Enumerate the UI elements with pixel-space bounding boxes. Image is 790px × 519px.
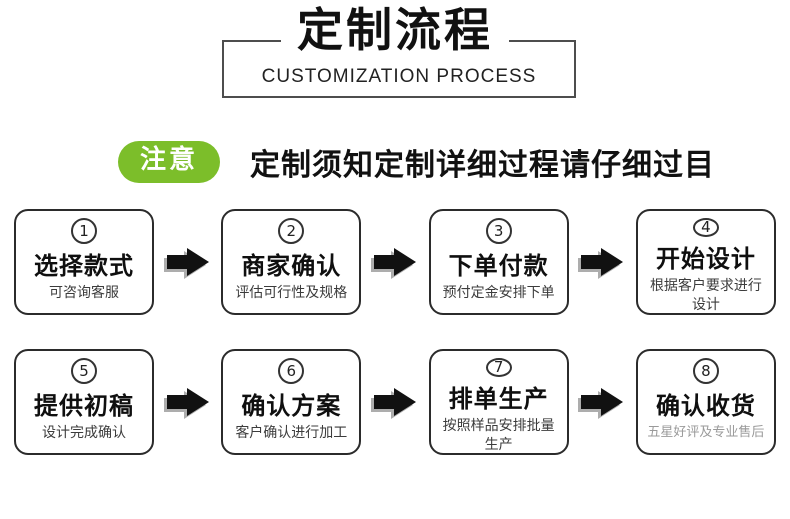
step-card-2: 2 商家确认 评估可行性及规格 [221,209,362,315]
arrow-tail [373,255,394,269]
arrow-right-icon [373,248,416,276]
step-number-badge: 1 [71,218,97,244]
arrow-tail [166,395,187,409]
english-subtitle: CUSTOMIZATION PROCESS [261,66,537,87]
step-card-3: 3 下单付款 预付定金安排下单 [428,209,569,315]
step-card-4: 4 开始设计 根据客户要求进行设计 [635,209,776,315]
arrow-right-icon [166,388,209,416]
step-number-badge: 3 [485,218,512,244]
arrow-tail [581,395,602,409]
step-title: 下单付款 [448,252,549,280]
step-title: 提供初稿 [34,392,134,420]
arrow-right-icon [581,248,624,276]
step-card-5: 5 提供初稿 设计完成确认 [14,349,154,455]
step-number-badge: 4 [692,218,719,237]
steps-row-1: 1 选择款式 可咨询客服 2 商家确认 评估可行性及规格 3 下单付款 预付定金… [0,209,790,315]
step-subtitle: 评估可行性及规格 [235,285,348,301]
step-subtitle: 设计完成确认 [42,425,126,441]
header: CUSTOMIZATION PROCESS 定制流程 [0,0,790,112]
step-title: 选择款式 [34,252,134,280]
arrow-right-icon [166,248,209,276]
step-card-8: 8 确认收货 五星好评及专业售后 [635,349,776,455]
step-number-badge: 8 [692,358,719,384]
arrow-head [186,248,209,276]
notice-text: 定制须知定制详细过程请仔细过目 [250,148,716,183]
step-subtitle: 可咨询客服 [49,285,119,301]
arrow-right-icon [581,388,624,416]
step-title: 商家确认 [241,252,342,280]
page-title: 定制流程 [0,0,790,60]
arrow-tail [581,255,602,269]
step-title: 排单生产 [448,385,549,413]
arrow-head [186,388,209,416]
step-card-6: 6 确认方案 客户确认进行加工 [221,349,362,455]
steps-row-2: 5 提供初稿 设计完成确认 6 确认方案 客户确认进行加工 7 排单生产 按照样… [0,349,790,455]
step-subtitle: 预付定金安排下单 [442,285,555,301]
step-title: 确认方案 [241,392,342,420]
step-number-badge: 2 [278,218,305,244]
step-subtitle: 客户确认进行加工 [235,425,348,441]
step-title: 确认收货 [655,392,756,420]
step-number-badge: 6 [278,358,305,384]
step-number-badge: 7 [485,358,512,377]
notice-row: 注意 定制须知定制详细过程请仔细过目 [118,140,790,184]
step-card-1: 1 选择款式 可咨询客服 [14,209,154,315]
notice-badge: 注意 [118,141,221,183]
arrow-head [393,388,416,416]
step-title: 开始设计 [655,245,756,273]
step-subtitle: 根据客户要求进行设计 [649,278,762,313]
page-title-text: 定制流程 [281,0,509,60]
step-number-badge: 5 [71,358,97,384]
step-subtitle: 五星好评及专业售后 [647,425,765,440]
step-card-7: 7 排单生产 按照样品安排批量生产 [428,349,569,455]
arrow-head [601,248,624,276]
arrow-tail [373,395,394,409]
arrow-tail [166,255,187,269]
step-subtitle: 按照样品安排批量生产 [442,418,555,453]
arrow-head [393,248,416,276]
arrow-right-icon [373,388,416,416]
arrow-head [601,388,624,416]
